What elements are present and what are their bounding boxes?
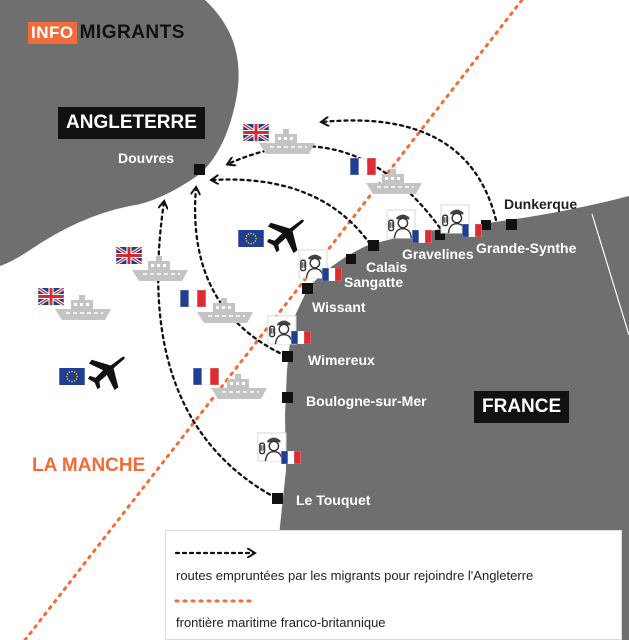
city-marker-dover xyxy=(194,164,205,175)
city-label-grande-synthe: Grande-Synthe xyxy=(476,240,577,256)
city-label-sangatte: Sangatte xyxy=(344,274,404,290)
city-marker-grande-synthe xyxy=(481,220,491,230)
country-label-france: FRANCE xyxy=(474,391,570,423)
city-marker-gravelines xyxy=(435,230,445,240)
eu-flag-icon xyxy=(59,368,85,385)
eu-flag-icon xyxy=(238,230,264,247)
city-marker-sangatte xyxy=(346,254,356,264)
police-officer-icon xyxy=(386,209,416,239)
city-label-boulogne: Boulogne-sur-Mer xyxy=(306,393,427,409)
france-flag-icon xyxy=(281,451,301,464)
city-marker-wissant xyxy=(302,283,313,294)
airplane-icon xyxy=(266,219,304,254)
city-label-wissant: Wissant xyxy=(312,299,366,315)
legend-routes-text: routes empruntées par les migrants pour … xyxy=(176,568,534,583)
maritime-border-line xyxy=(23,0,524,640)
france-flag-icon xyxy=(193,368,219,385)
city-marker-wimereux xyxy=(282,351,293,362)
country-label-england: ANGLETERRE xyxy=(58,107,205,139)
city-marker-calais xyxy=(368,240,379,251)
city-label-calais: Calais xyxy=(366,259,408,275)
airplane-icon xyxy=(87,356,125,391)
city-label-dover: Douvres xyxy=(118,150,175,166)
route-calais-dover xyxy=(212,180,372,246)
city-label-le-touquet: Le Touquet xyxy=(296,492,371,508)
france-flag-icon xyxy=(412,230,432,243)
infomigrants-logo: INFO MIGRANTS xyxy=(28,22,185,44)
uk-flag-icon xyxy=(116,247,142,264)
sea-label: LA MANCHE xyxy=(32,455,146,476)
logo-migrants: MIGRANTS xyxy=(79,22,185,43)
uk-flag-icon xyxy=(38,288,64,305)
belgium-border-line xyxy=(591,213,629,336)
city-marker-dunkerque xyxy=(506,219,517,230)
logo-info: INFO xyxy=(28,22,77,44)
city-label-dunkerque: Dunkerque xyxy=(504,196,578,212)
patrol-boat-icon xyxy=(210,373,268,400)
france-flag-icon xyxy=(350,158,376,175)
france-flag-icon xyxy=(322,268,342,281)
legend-lines xyxy=(174,531,621,603)
route-wimereux-dover xyxy=(195,188,288,358)
route-grande-synthe-dover xyxy=(228,145,442,230)
city-marker-boulogne xyxy=(282,392,293,403)
city-marker-le-touquet xyxy=(272,493,283,504)
legend: routes empruntées par les migrants pour … xyxy=(165,530,622,640)
city-label-gravelines: Gravelines xyxy=(402,246,474,262)
france-flag-icon xyxy=(291,331,311,344)
france-flag-icon xyxy=(180,290,206,307)
legend-border-text: frontière maritime franco-britannique xyxy=(176,615,386,630)
uk-flag-icon xyxy=(243,124,269,141)
route-dunkerque-arc xyxy=(322,120,498,222)
france-landmass xyxy=(273,196,629,640)
france-flag-icon xyxy=(462,224,482,237)
city-label-wimereux: Wimereux xyxy=(308,352,375,368)
